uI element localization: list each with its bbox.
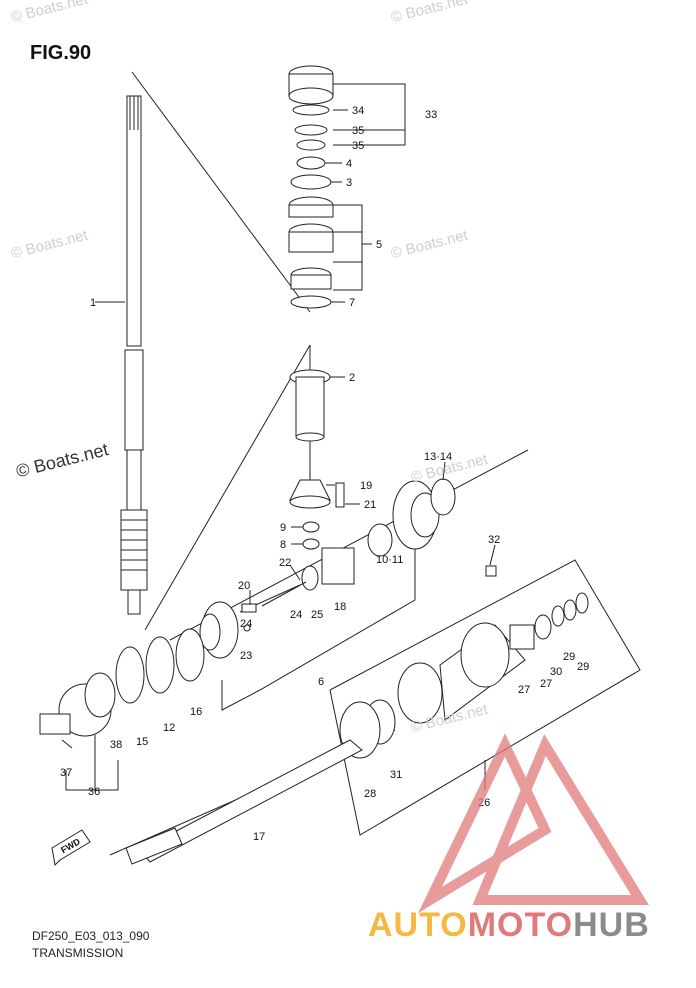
callout-5: 5 xyxy=(376,239,382,251)
callout-35b: 35 xyxy=(352,140,364,152)
drive-shaft xyxy=(120,95,148,615)
callout-36: 36 xyxy=(88,786,100,798)
callout-30: 30 xyxy=(550,666,562,678)
callout-12: 12 xyxy=(163,722,175,734)
clutch xyxy=(301,482,355,591)
callout-17: 17 xyxy=(253,831,265,843)
callout-34: 34 xyxy=(352,105,364,117)
brand-part-3: HUB xyxy=(573,906,650,944)
callout-13-14: 13·14 xyxy=(424,451,452,463)
callout-28: 28 xyxy=(364,788,376,800)
callout-20: 20 xyxy=(238,580,250,592)
leader-line xyxy=(333,204,363,291)
leader-line xyxy=(489,544,496,566)
propeller-shaft xyxy=(125,739,363,865)
callout-27a: 27 xyxy=(518,684,530,696)
leader-line xyxy=(333,83,406,146)
callout-24a: 24 xyxy=(240,618,252,630)
callout-23: 23 xyxy=(240,650,252,662)
callout-1: 1 xyxy=(90,297,96,309)
callout-21: 21 xyxy=(364,499,376,511)
callout-29a: 29 xyxy=(563,651,575,663)
sleeve xyxy=(289,369,331,442)
callout-24b: 24 xyxy=(290,609,302,621)
callout-3: 3 xyxy=(346,177,352,189)
callout-35a: 35 xyxy=(352,125,364,137)
callout-25: 25 xyxy=(311,609,323,621)
callout-8: 8 xyxy=(280,539,286,551)
pusher-rod xyxy=(261,581,307,607)
callout-22: 22 xyxy=(279,557,291,569)
pinion-gear xyxy=(289,479,331,509)
callout-27b: 27 xyxy=(540,678,552,690)
callout-18: 18 xyxy=(334,601,346,613)
fwd-arrow-icon xyxy=(51,829,91,867)
callout-4: 4 xyxy=(346,158,352,170)
leader-line xyxy=(442,461,446,481)
callout-29b: 29 xyxy=(577,661,589,673)
callout-38: 38 xyxy=(110,739,122,751)
callout-37: 37 xyxy=(60,767,72,779)
forward-gear xyxy=(367,478,456,557)
callout-7: 7 xyxy=(349,297,355,309)
callout-16: 16 xyxy=(190,706,202,718)
leader-line xyxy=(65,760,119,791)
callout-33: 33 xyxy=(425,109,437,121)
callout-6: 6 xyxy=(318,676,324,688)
propeller-shaft-housing xyxy=(339,565,589,759)
callout-31: 31 xyxy=(390,769,402,781)
brand-part-1: AUTO xyxy=(368,906,468,944)
upper-bearing-stack xyxy=(288,65,334,309)
callout-2: 2 xyxy=(349,372,355,384)
washer xyxy=(302,521,320,533)
bracket-frame xyxy=(221,540,416,711)
callout-9: 9 xyxy=(280,522,286,534)
figure-code: DF250_E03_013_090 xyxy=(32,929,150,943)
leader-line xyxy=(289,564,301,581)
brand-logo: AUTOMOTOHUB xyxy=(368,906,650,945)
guide-line xyxy=(144,344,311,631)
figure-name: TRANSMISSION xyxy=(32,946,124,960)
brand-logo-icon xyxy=(418,733,649,914)
bearing-housing xyxy=(39,672,116,749)
reverse-gear xyxy=(115,584,301,704)
guide-line xyxy=(131,71,311,313)
callout-15: 15 xyxy=(136,736,148,748)
callout-19: 19 xyxy=(360,480,372,492)
brand-part-2: MOTO xyxy=(467,906,574,944)
bracket-frame xyxy=(329,559,641,836)
figure-title: FIG.90 xyxy=(30,42,92,64)
nut xyxy=(302,538,320,550)
callout-10-11: 10·11 xyxy=(376,554,403,566)
callout-32: 32 xyxy=(488,534,500,546)
